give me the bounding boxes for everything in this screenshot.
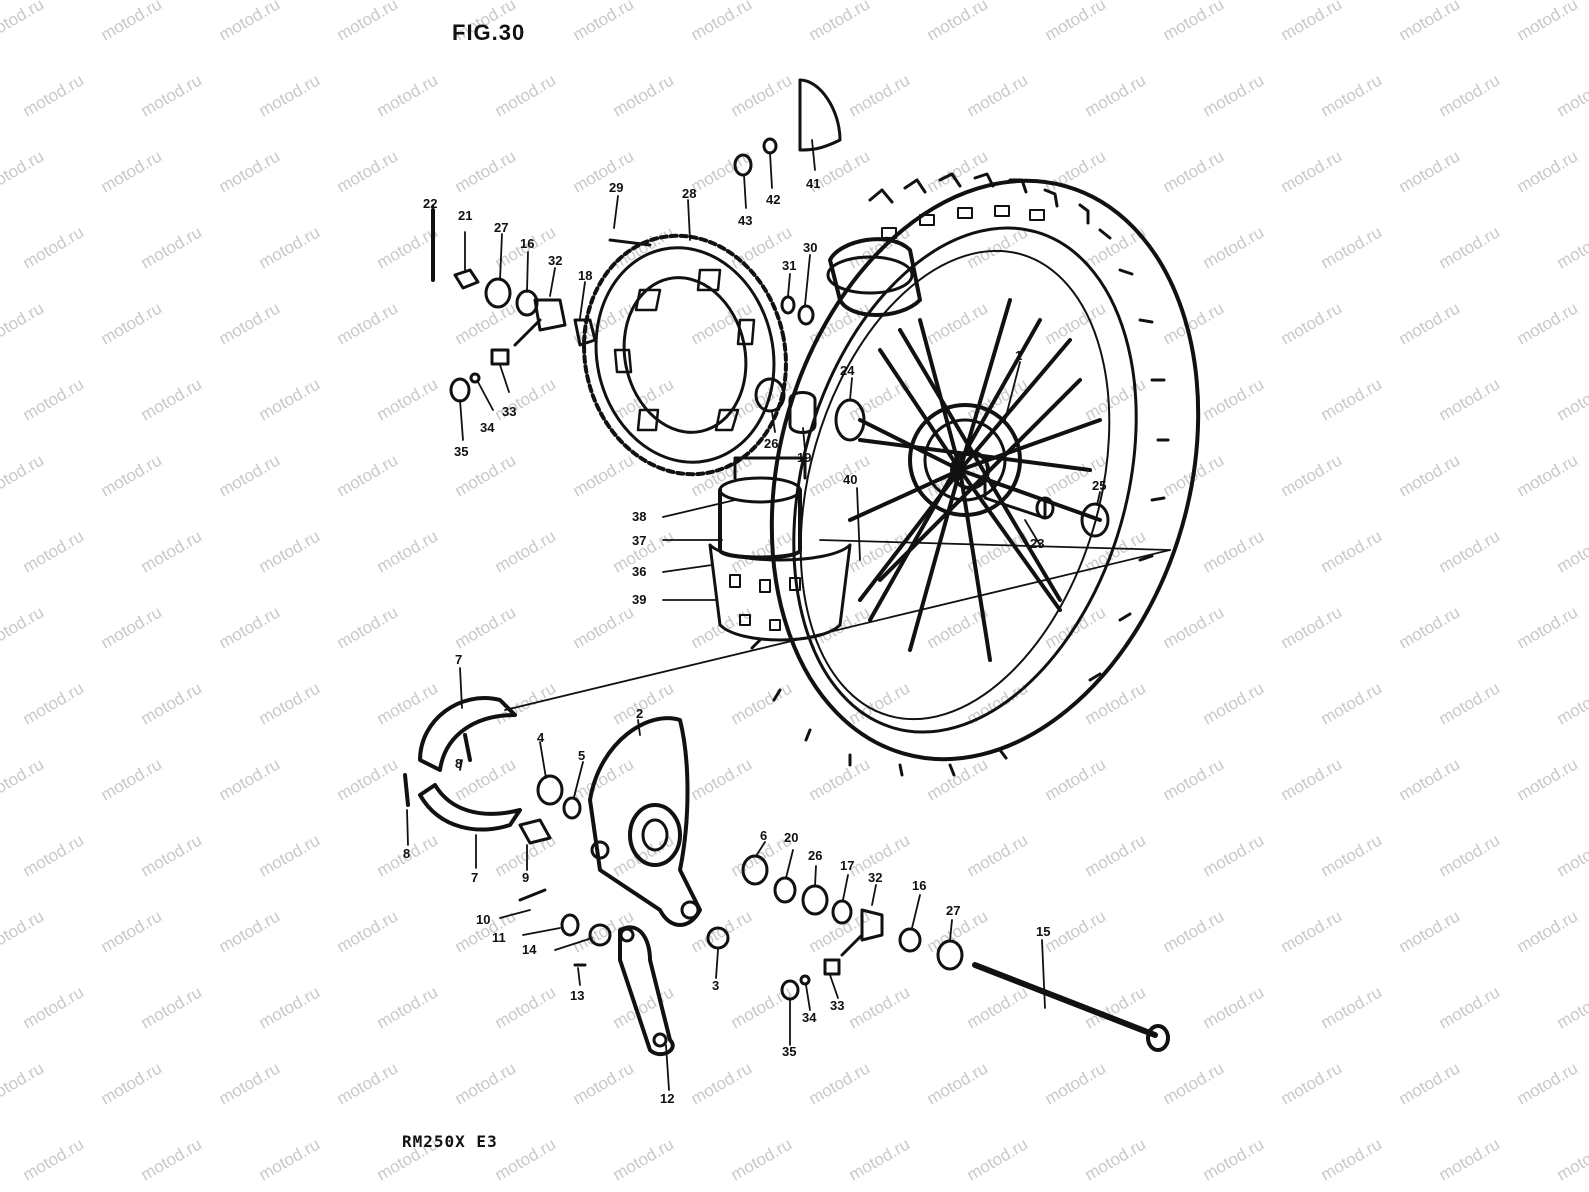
- callout-3: 3: [712, 978, 719, 993]
- callout-34-top: 34: [480, 420, 495, 435]
- callout-16-bottom: 16: [912, 878, 926, 893]
- callout-19: 19: [797, 450, 811, 465]
- brake-panel: [588, 716, 702, 927]
- callout-7-bottom: 7: [471, 870, 478, 885]
- callout-14: 14: [522, 942, 537, 957]
- callout-39: 39: [632, 592, 646, 607]
- brake-drum: [708, 456, 852, 642]
- callout-43: 43: [738, 213, 752, 228]
- callout-31: 31: [782, 258, 796, 273]
- rear-sprocket: [582, 233, 788, 477]
- callout-37: 37: [632, 533, 646, 548]
- callout-34-bottom: 34: [802, 1010, 817, 1025]
- callout-33-bottom: 33: [830, 998, 844, 1013]
- hardware-parts: [431, 78, 1110, 1001]
- callout-11: 11: [492, 930, 506, 945]
- callout-9: 9: [522, 870, 529, 885]
- callout-12: 12: [660, 1091, 674, 1106]
- figure-title: FIG.30: [452, 20, 526, 45]
- rim-band: [826, 237, 922, 317]
- callout-21: 21: [458, 208, 472, 223]
- callout-24: 24: [840, 363, 855, 378]
- wheel-hub: [908, 403, 1055, 520]
- callout-29: 29: [609, 180, 623, 195]
- callout-32-top: 32: [548, 253, 562, 268]
- callout-40: 40: [843, 472, 857, 487]
- callout-36: 36: [632, 564, 646, 579]
- rear-tire: [750, 172, 1201, 777]
- callout-2: 2: [636, 706, 643, 721]
- callout-15: 15: [1036, 924, 1050, 939]
- callout-41: 41: [806, 176, 820, 191]
- callout-28: 28: [682, 186, 696, 201]
- callout-16-top: 16: [520, 236, 534, 251]
- leader-lines: [406, 139, 1171, 1091]
- brake-shoes: [403, 696, 522, 832]
- wheel-spokes: [848, 298, 1102, 662]
- callout-35-top: 35: [454, 444, 468, 459]
- callout-1: 1: [1015, 348, 1022, 363]
- callout-30: 30: [803, 240, 817, 255]
- callout-38: 38: [632, 509, 646, 524]
- callout-5: 5: [578, 748, 585, 763]
- callout-10: 10: [476, 912, 490, 927]
- rear-axle: [972, 962, 1170, 1052]
- callout-20: 20: [784, 830, 798, 845]
- callout-25: 25: [1092, 478, 1106, 493]
- callout-13: 13: [570, 988, 584, 1003]
- callout-26-bottom: 26: [808, 848, 822, 863]
- callout-6: 6: [760, 828, 767, 843]
- model-code: RM250X E3: [402, 1132, 498, 1151]
- callout-22: 22: [423, 196, 437, 211]
- callout-33-top: 33: [502, 404, 516, 419]
- callout-18: 18: [578, 268, 592, 283]
- callout-35-bottom: 35: [782, 1044, 796, 1059]
- callout-7-top: 7: [455, 652, 462, 667]
- callout-32-bottom: 32: [868, 870, 882, 885]
- callout-8-outer: 8: [403, 846, 410, 861]
- callout-4: 4: [537, 730, 545, 745]
- callout-27-bottom: 27: [946, 903, 960, 918]
- callout-27-top: 27: [494, 220, 508, 235]
- callout-labels: 1 2 3 4 5 6 7 7 8 8 9 10 11 12 13 14 15 …: [403, 176, 1106, 1106]
- callout-23: 23: [1030, 536, 1044, 551]
- callout-42: 42: [766, 192, 780, 207]
- callout-17: 17: [840, 858, 854, 873]
- callout-8-inner: 8: [455, 756, 462, 771]
- torque-arm: [618, 925, 675, 1057]
- callout-26-top: 26: [764, 436, 778, 451]
